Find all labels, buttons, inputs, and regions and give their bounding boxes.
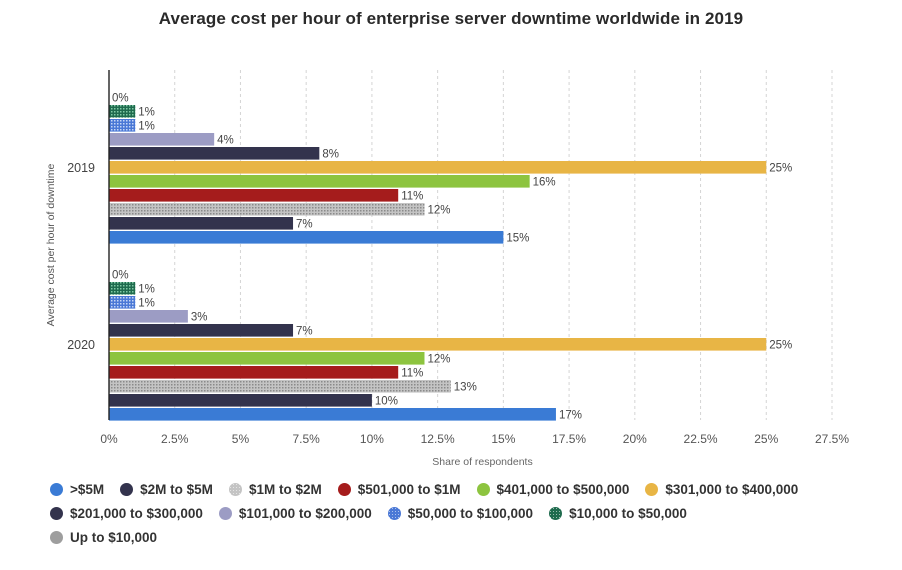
x-tick-label: 25% [754,432,778,446]
legend-row: Up to $10,000 [50,530,890,554]
data-label: 7% [296,326,313,338]
bar [109,105,136,118]
bar [109,189,399,202]
legend-row: >$5M $2M to $5M $1M to $2M $501,000 to $1M $… [50,482,890,506]
x-tick-label: 17.5% [552,432,586,446]
x-tick-label: 0% [100,432,118,446]
data-label: 11% [401,368,423,380]
data-label: 25% [769,340,792,352]
bar [109,133,215,146]
bar [109,147,320,160]
legend-item[interactable]: $2M to $5M [120,482,213,497]
legend-label: $10,000 to $50,000 [569,506,687,521]
y-axis-title: Average cost per hour of downtime [45,164,57,327]
legend-item[interactable]: $501,000 to $1M [337,482,461,497]
legend-label: >$5M [70,482,105,497]
bar [109,408,556,421]
group-label: 2020 [67,338,95,352]
data-label: 16% [533,177,556,189]
legend-swatch [218,507,232,520]
legend-label: $201,000 to $300,000 [70,506,203,521]
x-tick-label: 27.5% [815,432,849,446]
data-label: 0% [112,270,129,282]
data-label: 11% [401,191,423,203]
legend-swatch [645,483,659,496]
legend-item[interactable]: $10,000 to $50,000 [549,506,687,521]
data-label: 0% [112,93,129,105]
legend-item[interactable]: $401,000 to $500,000 [476,482,630,497]
legend-swatch [50,531,63,544]
bar [109,175,530,188]
bar [109,394,372,407]
bar [109,310,188,323]
data-label: 1% [138,107,155,119]
legend-item[interactable]: $301,000 to $400,000 [645,482,798,497]
legend-swatch [337,483,351,496]
x-tick-label: 2.5% [161,432,189,446]
data-label: 1% [138,121,155,133]
legend-label: $401,000 to $500,000 [496,482,630,497]
bar-chart: 0% 2.5% 5% 7.5% 10% 12.5% 15% 17.5% 20% 22.5% 25% 2… [45,70,849,468]
legend-item[interactable]: $50,000 to $100,000 [387,506,534,521]
legend-swatch [120,483,134,496]
x-tick-label: 22.5% [684,432,718,446]
data-label: 17% [559,410,582,422]
x-tick-label: 15% [491,432,515,446]
data-label: 3% [191,312,208,324]
data-label: 1% [138,284,155,296]
legend-item[interactable]: $1M to $2M [228,482,322,497]
bar [109,203,425,216]
bar [109,119,136,132]
legend-swatch [476,483,490,496]
x-tick-label: 7.5% [293,432,321,446]
data-label: 15% [506,233,529,245]
bar [109,366,399,379]
legend-row: $201,000 to $300,000 $101,000 to $200,000… [50,506,890,530]
x-tick-label: 5% [232,432,250,446]
legend-item[interactable]: $201,000 to $300,000 [50,506,203,521]
bar [109,338,767,351]
legend-item[interactable]: $101,000 to $200,000 [218,506,372,521]
legend-label: $2M to $5M [140,482,213,497]
data-label: 25% [769,163,792,175]
legend-label: $50,000 to $100,000 [407,506,534,521]
bar [109,352,425,365]
legend-item[interactable]: >$5M [50,482,104,497]
legend-item[interactable]: Up to $10,000 [50,530,157,545]
bar [109,231,504,244]
legend-swatch [50,507,63,520]
data-label: 1% [138,298,155,310]
legend-swatch [228,483,242,496]
chart-title: Average cost per hour of enterprise serv… [158,9,744,28]
legend-label: $501,000 to $1M [357,482,461,497]
bar [109,161,767,174]
data-label: 7% [296,219,313,231]
data-label: 8% [322,149,339,161]
bar [109,217,294,230]
legend-swatch [549,507,563,520]
x-axis-title: Share of respondents [432,456,532,468]
data-label: 4% [217,135,234,147]
data-label: 13% [454,382,477,394]
legend-label: Up to $10,000 [70,530,158,545]
bar [109,282,136,295]
bar [109,296,136,309]
chart-legend: >$5M $2M to $5M $1M to $2M $501,000 to $1M $… [50,482,890,554]
group-label: 2019 [67,161,95,175]
legend-swatch [50,483,63,496]
legend-label: $301,000 to $400,000 [665,482,799,497]
bar [109,380,451,393]
x-tick-label: 12.5% [421,432,455,446]
x-tick-label: 20% [623,432,647,446]
legend-label: $101,000 to $200,000 [238,506,372,521]
legend-swatch [387,507,401,520]
data-label: 12% [427,354,450,366]
legend-label: $1M to $2M [248,482,322,497]
data-label: 10% [375,396,398,408]
data-label: 12% [427,205,450,217]
bar [109,324,294,337]
x-tick-label: 10% [360,432,384,446]
